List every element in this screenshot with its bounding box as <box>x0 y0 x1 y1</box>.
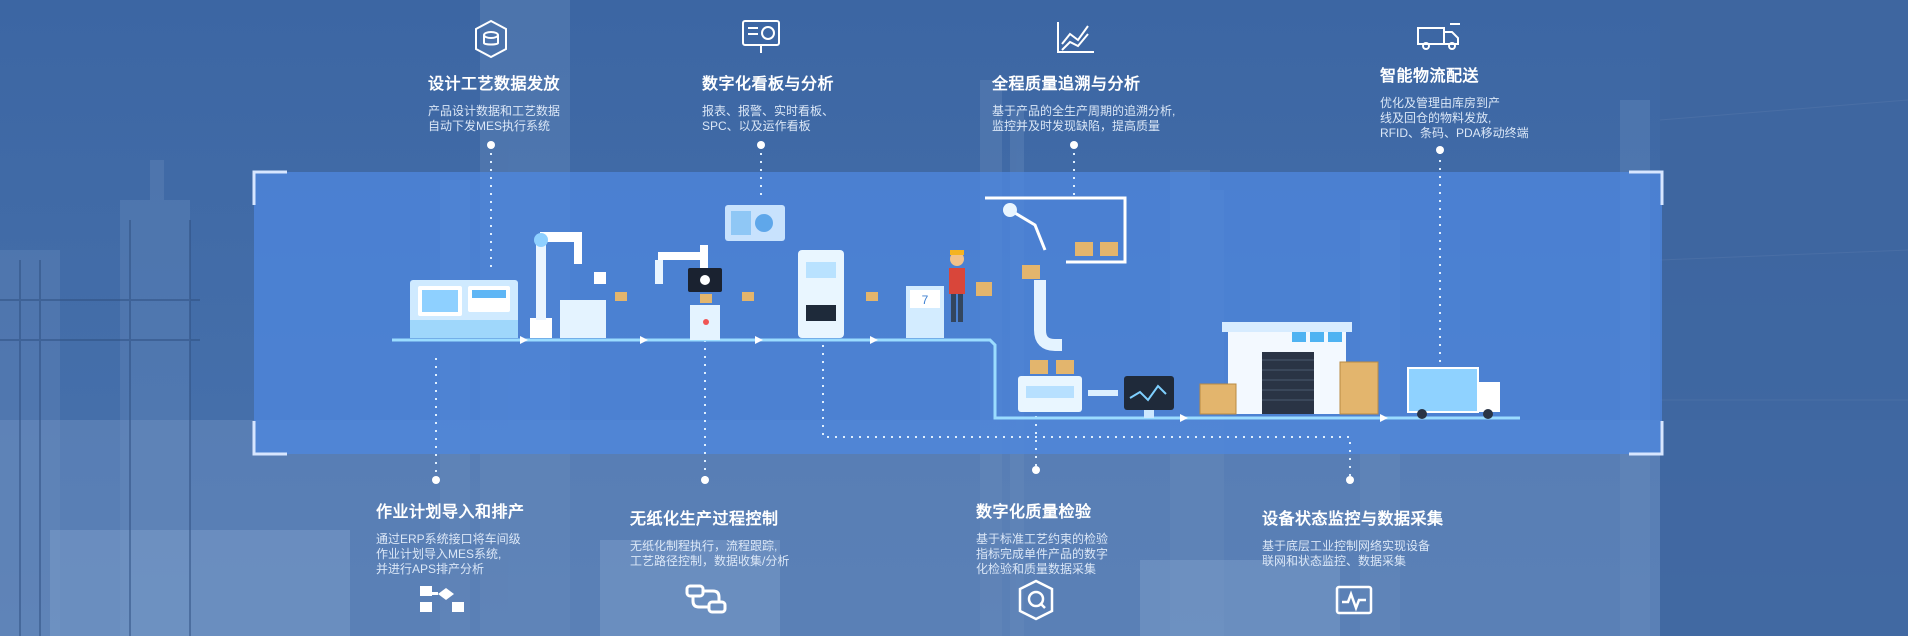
feature-title: 设计工艺数据发放 <box>428 76 561 93</box>
feature-desc-line: 通过ERP系统接口将车间级 <box>376 532 521 546</box>
feature-desc-line: 产品设计数据和工艺数据 <box>428 104 561 118</box>
feature-paperless-control: 无纸化生产过程控制 无纸化制程执行，流程跟踪, 工艺路径控制，数据收集/分析 <box>630 505 789 569</box>
feature-desc-line: 监控并及时发现缺陷，提高质量 <box>992 119 1161 133</box>
feature-desc-line: 无纸化制程执行，流程跟踪, <box>630 539 778 553</box>
feature-job-scheduling: 作业计划导入和排产 通过ERP系统接口将车间级 作业计划导入MES系统, 并进行… <box>376 498 525 577</box>
feature-title: 全程质量追溯与分析 <box>992 76 1141 93</box>
feature-desc-line: SPC、以及运作看板 <box>702 119 811 133</box>
feature-title: 作业计划导入和排产 <box>376 504 525 521</box>
feature-title: 数字化质量检验 <box>976 504 1092 521</box>
process-flow-icon <box>683 582 729 618</box>
feature-equipment-monitoring: 设备状态监控与数据采集 基于底层工业控制网络实现设备 联网和状态监控、数据采集 <box>1262 505 1444 569</box>
monitor-pulse-icon <box>1334 584 1374 618</box>
feature-quality-trace: 全程质量追溯与分析 基于产品的全生产周期的追溯分析, 监控并及时发现缺陷，提高质… <box>992 70 1175 134</box>
feature-desc-line: 联网和状态监控、数据采集 <box>1262 554 1407 568</box>
feature-title: 智能物流配送 <box>1380 68 1480 85</box>
feature-desc-line: 基于标准工艺约束的检验 <box>976 532 1109 546</box>
feature-title: 数字化看板与分析 <box>702 76 835 93</box>
feature-desc-line: 自动下发MES执行系统 <box>428 119 551 133</box>
feature-desc-line: 指标完成单件产品的数字 <box>976 547 1109 561</box>
feature-desc-line: 并进行APS排产分析 <box>376 562 485 576</box>
flowchart-icon <box>418 582 466 616</box>
feature-title: 设备状态监控与数据采集 <box>1262 511 1444 528</box>
delivery-truck-icon <box>1414 18 1464 54</box>
feature-desc-line: 报表、报警、实时看板、 <box>702 104 835 118</box>
dashboard-icon <box>740 18 782 56</box>
feature-desc-line: RFID、条码、PDA移动终端 <box>1380 126 1529 140</box>
feature-digital-inspection: 数字化质量检验 基于标准工艺约束的检验 指标完成单件产品的数字 化检验和质量数据… <box>976 498 1108 577</box>
feature-desc-line: 作业计划导入MES系统, <box>376 547 502 561</box>
feature-digital-dashboard: 数字化看板与分析 报表、报警、实时看板、 SPC、以及运作看板 <box>702 70 834 134</box>
trend-chart-icon <box>1054 18 1098 56</box>
feature-title: 无纸化生产过程控制 <box>630 511 779 528</box>
feature-desc-line: 工艺路径控制，数据收集/分析 <box>630 554 790 568</box>
feature-design-data: 设计工艺数据发放 产品设计数据和工艺数据 自动下发MES执行系统 <box>428 70 560 134</box>
feature-smart-logistics: 智能物流配送 优化及管理由库房到产 线及回仓的物料发放, RFID、条码、PDA… <box>1380 62 1529 141</box>
feature-desc-line: 基于底层工业控制网络实现设备 <box>1262 539 1431 553</box>
data-stack-icon <box>470 18 512 60</box>
quality-shield-icon <box>1016 578 1056 622</box>
feature-desc-line: 基于产品的全生产周期的追溯分析, <box>992 104 1176 118</box>
feature-desc-line: 优化及管理由库房到产 <box>1380 96 1501 110</box>
feature-desc-line: 线及回仓的物料发放, <box>1380 111 1492 125</box>
feature-desc-line: 化检验和质量数据采集 <box>976 562 1097 576</box>
